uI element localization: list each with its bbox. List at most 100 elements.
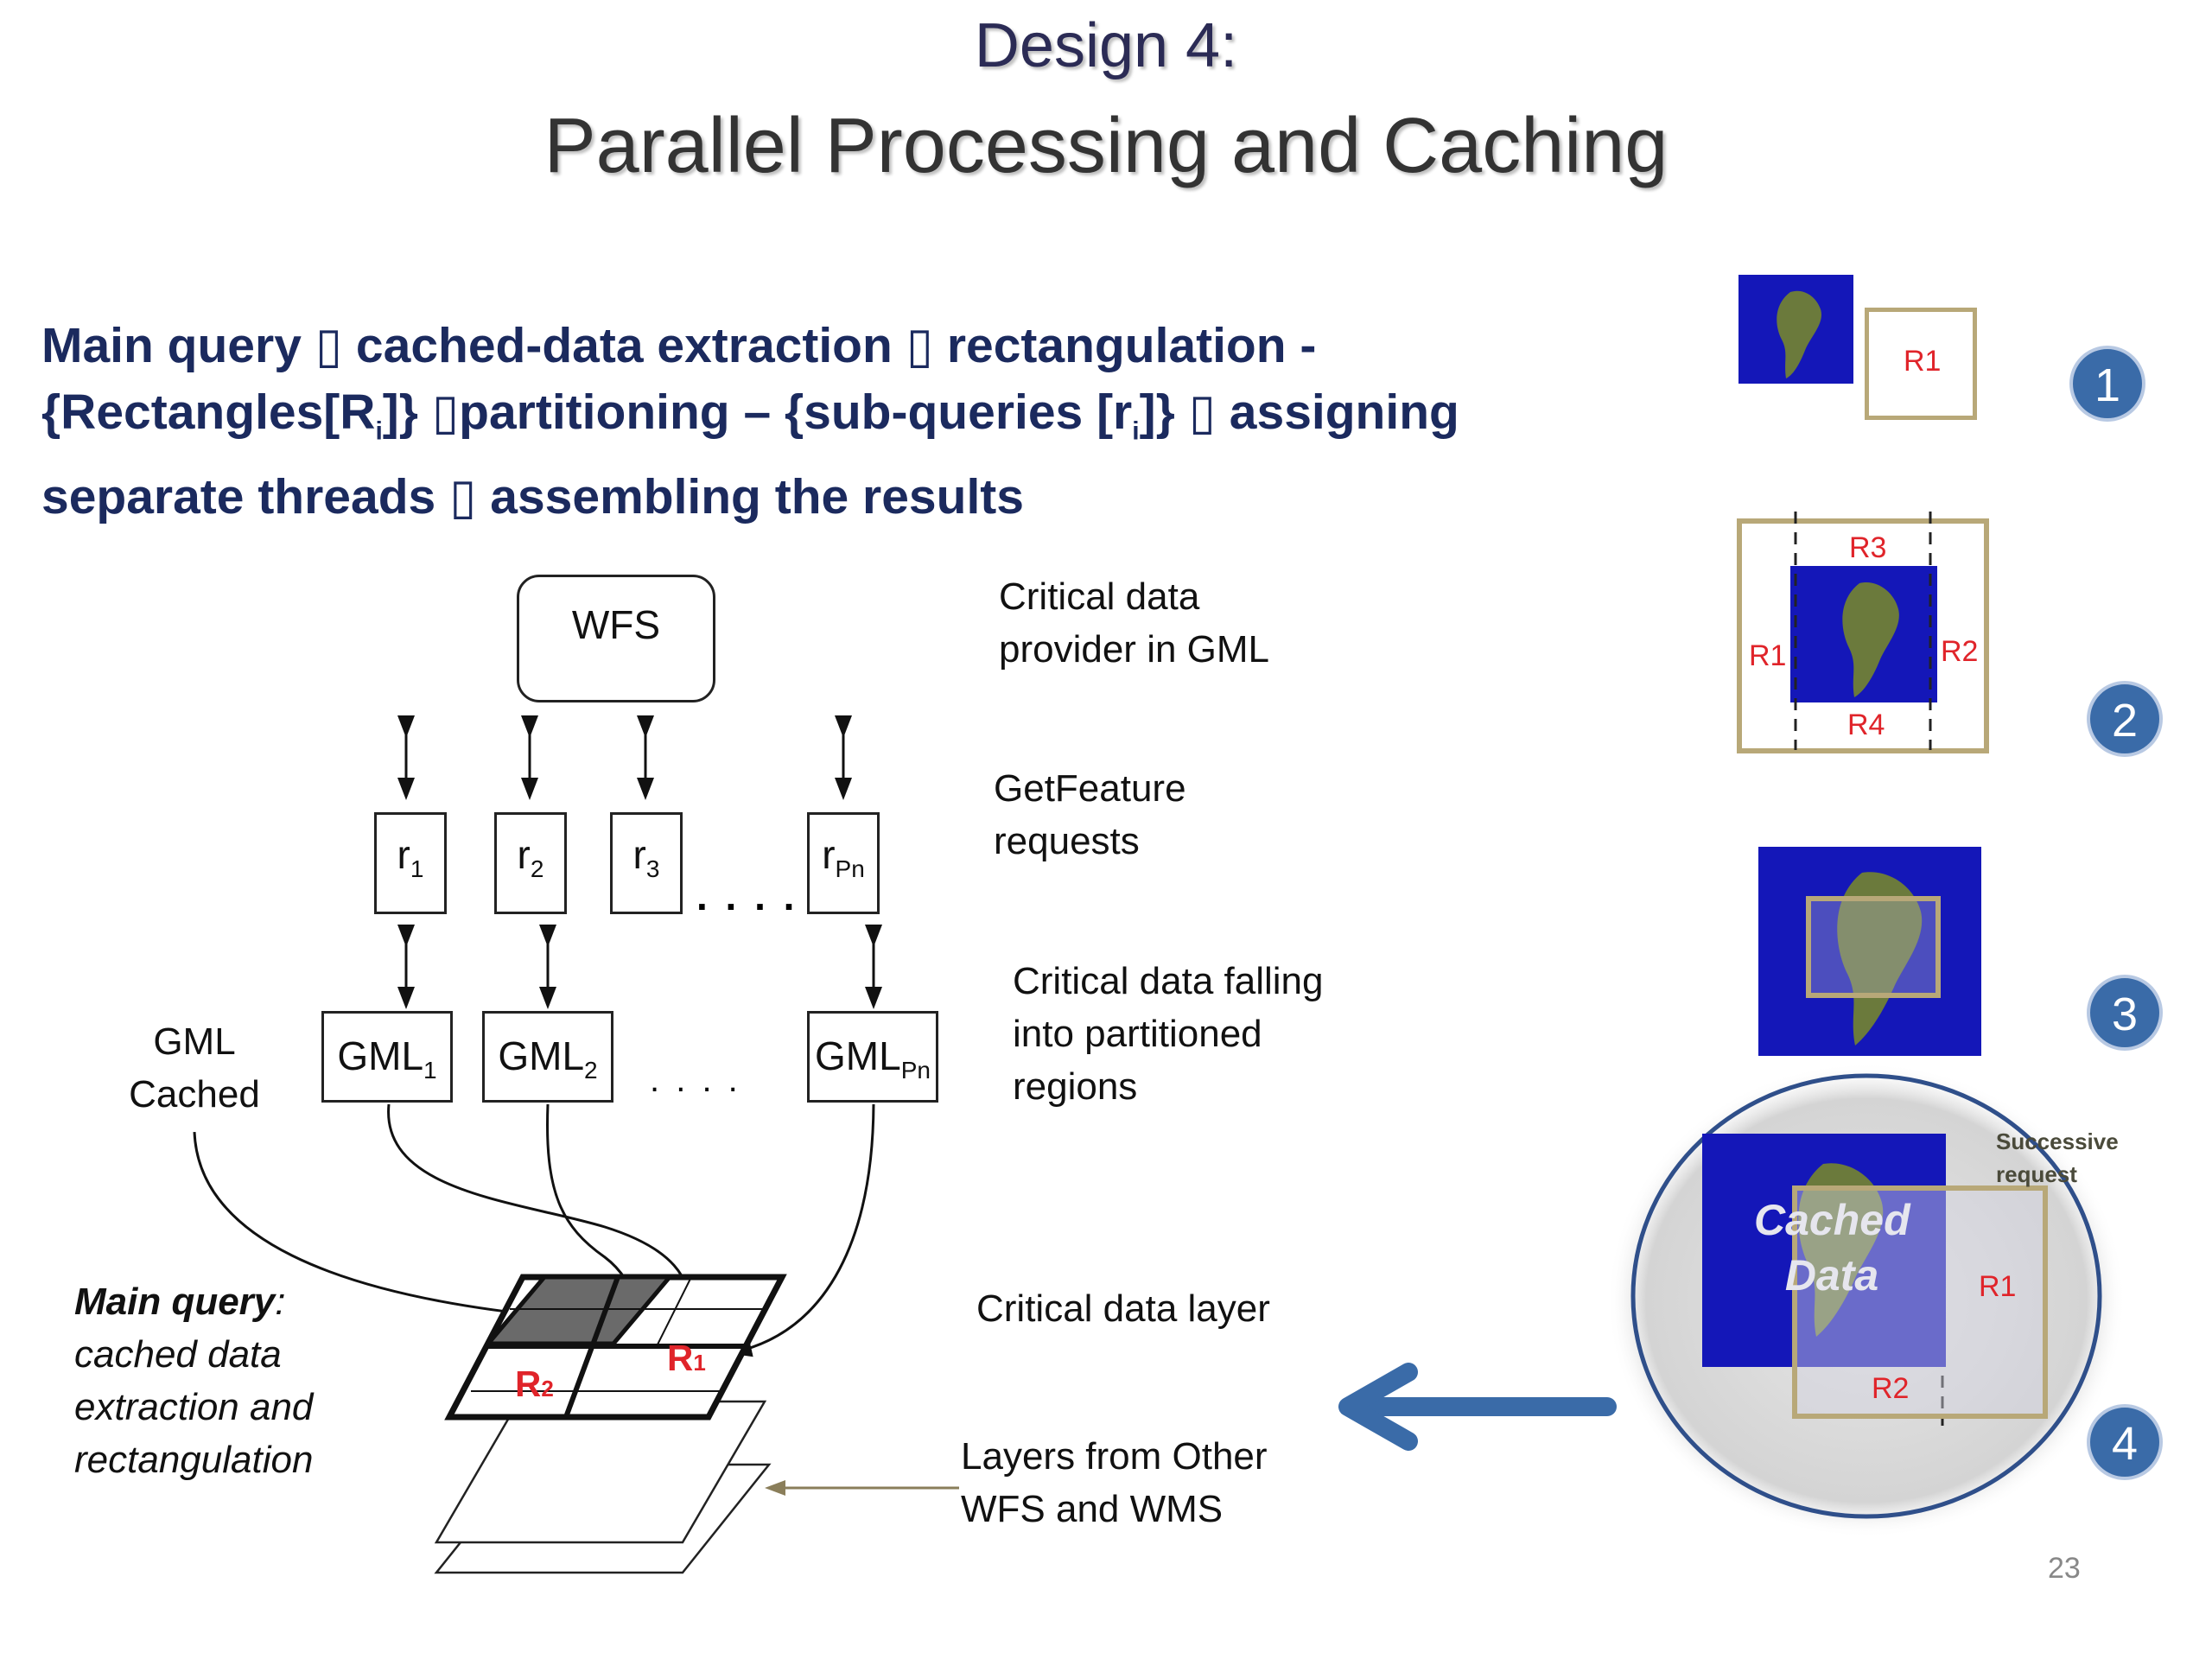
layer-r1-base: R	[667, 1338, 694, 1378]
main-query-line2: cached data	[74, 1333, 282, 1376]
layer-r2-sub: 2	[541, 1376, 554, 1402]
step4-r1-label: R1	[1979, 1270, 2017, 1303]
gml1-base: GML	[337, 1033, 424, 1078]
request-rpn-base: r	[822, 832, 836, 877]
pipeline-line2-sub: i	[375, 416, 383, 446]
desc2-line1: GetFeature	[994, 767, 1186, 810]
gml2-base: GML	[498, 1033, 585, 1078]
main-query-line3: extraction and	[74, 1386, 314, 1428]
step4-circle	[1630, 1073, 2102, 1519]
desc-critical-layer: Critical data layer	[976, 1287, 1270, 1330]
step4-successive-label: Successive request	[1996, 1125, 2119, 1191]
gml-box-pn: GMLPn	[807, 1011, 938, 1103]
cached-data-line1: Cached	[1754, 1196, 1910, 1244]
step2-r2-label: R2	[1941, 635, 1979, 668]
request-box-rpn: rPn	[807, 812, 880, 914]
request-r3-base: r	[632, 832, 646, 877]
desc3-line2: into partitioned	[1013, 1013, 1262, 1055]
layer-r2-base: R	[515, 1363, 542, 1404]
pipeline-line1: Main query ▯ cached-data extraction ▯ re…	[41, 318, 1317, 373]
page-number: 23	[2048, 1552, 2081, 1585]
gml-box-2: GML2	[482, 1011, 613, 1103]
gml-cached-line1: GML	[153, 1020, 236, 1063]
desc-other-layers: Layers from Other WFS and WMS	[961, 1430, 1268, 1535]
step3-continent	[1806, 872, 1941, 1046]
step4-successive-frame	[1792, 1185, 2048, 1419]
request-box-r3: r3	[610, 812, 683, 914]
requests-ellipsis: . . . .	[696, 874, 798, 918]
desc-getfeature: GetFeature requests	[994, 762, 1186, 868]
gmlpn-sub: Pn	[900, 1057, 931, 1084]
slide-title-line2: Parallel Processing and Caching	[543, 103, 1669, 189]
curve-gmlpn-to-layer	[729, 1103, 875, 1357]
request-r1-base: r	[397, 832, 410, 877]
successive-line1: Successive	[1996, 1128, 2119, 1154]
gml-ellipsis: . . . .	[650, 1061, 741, 1099]
layer-label-r2: R2	[515, 1363, 554, 1405]
critical-data-layer	[444, 1274, 787, 1421]
step2-r4-label: R4	[1847, 709, 1885, 741]
desc-data-provider: Critical data provider in GML	[999, 570, 1269, 676]
pipeline-description: Main query ▯ cached-data extraction ▯ re…	[41, 313, 1510, 531]
gml2-sub: 2	[584, 1057, 598, 1084]
big-left-arrow	[1338, 1363, 1617, 1451]
main-query-colon: :	[275, 1281, 286, 1323]
step3-satellite-image	[1758, 847, 1981, 1056]
request-rpn-sub: Pn	[835, 855, 865, 882]
step1-continent	[1777, 290, 1822, 378]
desc3-line1: Critical data falling	[1013, 960, 1324, 1002]
gml1-sub: 1	[423, 1057, 437, 1084]
step4-r2-label: R2	[1872, 1372, 1910, 1405]
desc5-line2: WFS and WMS	[961, 1488, 1224, 1530]
pipeline-line2-part-c: ]} ▯ assigning	[1139, 385, 1459, 440]
desc1-line2: provider in GML	[999, 628, 1270, 671]
request-r3-sub: 3	[645, 855, 660, 882]
step-number-4: 4	[2087, 1404, 2163, 1480]
wfs-box: WFS	[517, 575, 715, 702]
gml-cached-label: GML Cached	[125, 1015, 264, 1121]
request-box-r1: r1	[374, 812, 447, 914]
successive-line2: request	[1996, 1161, 2077, 1187]
step-number-2: 2	[2087, 681, 2163, 757]
main-query-line4: rectangulation	[74, 1439, 314, 1481]
gml-cached-line2: Cached	[129, 1073, 260, 1116]
pipeline-line2-sub2: i	[1132, 416, 1140, 446]
step1-satellite-image	[1738, 275, 1853, 384]
step-number-1: 1	[2069, 346, 2145, 422]
request-box-r2: r2	[494, 812, 567, 914]
slide-title-line1: Design 4:	[974, 11, 1238, 80]
main-query-bold: Main query	[74, 1281, 276, 1323]
step2-satellite-image	[1790, 566, 1937, 702]
wfs-label: WFS	[571, 602, 661, 647]
other-layer-1	[434, 1400, 767, 1544]
layer-label-r1: R1	[667, 1338, 706, 1379]
step2-outer-frame	[1737, 518, 1989, 753]
step1-r1-box: R1	[1865, 308, 1977, 420]
cached-data-line2: Data	[1784, 1251, 1879, 1300]
desc5-line1: Layers from Other	[961, 1435, 1268, 1478]
curve-cached-to-layer	[193, 1131, 567, 1325]
desc1-line1: Critical data	[999, 575, 1200, 618]
main-query-line1: Main query:	[74, 1275, 313, 1328]
pipeline-line2-part-a: {Rectangles[R	[41, 385, 376, 440]
step1-r1-label: R1	[1904, 345, 1942, 378]
request-r1-sub: 1	[410, 855, 424, 882]
pipeline-line3: separate threads ▯ assembling the result…	[41, 469, 1024, 525]
request-r2-base: r	[517, 832, 531, 877]
step2-continent	[1842, 582, 1899, 697]
step2-r1-label: R1	[1749, 639, 1787, 672]
step4-cached-data-label: Cached Data	[1754, 1192, 1910, 1303]
step4-satellite-image	[1702, 1134, 1946, 1367]
main-query-label: Main query: cached data extraction and r…	[74, 1275, 313, 1486]
desc2-line2: requests	[994, 820, 1140, 862]
request-r2-sub: 2	[530, 855, 544, 882]
gml-box-1: GML1	[321, 1011, 453, 1103]
desc3-line3: regions	[1013, 1065, 1138, 1108]
layer-r1-sub: 1	[693, 1350, 706, 1376]
pipeline-line2-part-b: ]} ▯partitioning – {sub-queries [r	[382, 385, 1133, 440]
step2-r3-label: R3	[1849, 531, 1887, 564]
step-number-3: 3	[2087, 975, 2163, 1051]
gmlpn-base: GML	[815, 1033, 901, 1078]
pipeline-line2: {Rectangles[Ri]} ▯partitioning – {sub-qu…	[41, 379, 1510, 464]
desc-partitioned: Critical data falling into partitioned r…	[1013, 955, 1324, 1113]
